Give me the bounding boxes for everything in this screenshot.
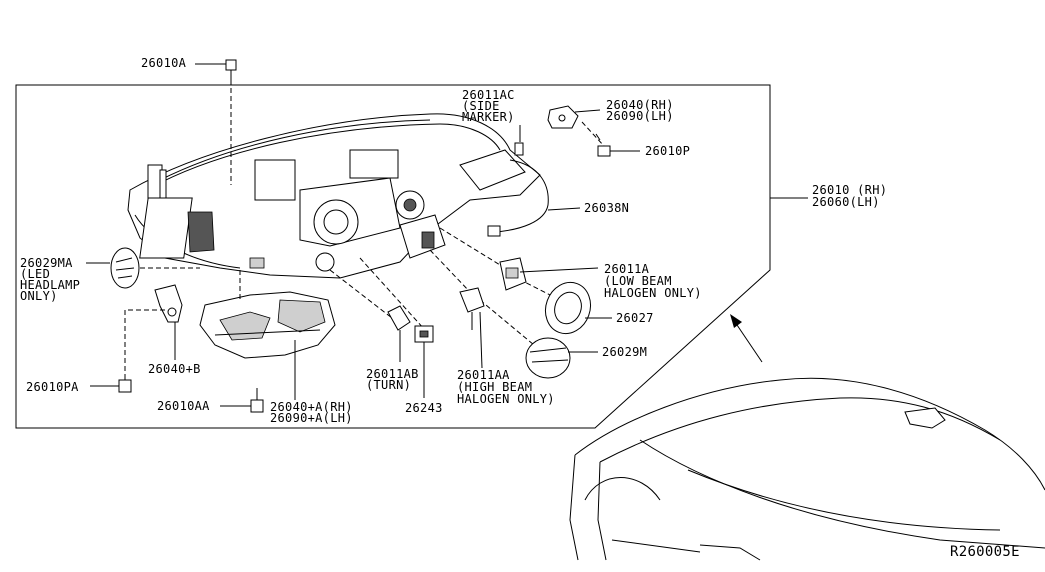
label-26010aa: 26010AA: [157, 399, 210, 413]
bracket-26040b-icon: [154, 284, 183, 323]
headlamp-housing: [127, 113, 549, 279]
label-26011aa-note-2: HALOGEN ONLY): [457, 392, 555, 406]
cap-26029m-icon: [525, 337, 571, 379]
label-26010pa: 26010PA: [26, 380, 79, 394]
label-26029ma-note-2: HEADLAMP: [20, 278, 81, 292]
vehicle-front-outline: [569, 377, 1045, 561]
label-26029m: 26029M: [602, 345, 648, 359]
arrow-to-vehicle-icon: [730, 314, 763, 363]
label-26011ac-note-2: MARKER): [462, 110, 515, 124]
label-26010p: 26010P: [645, 144, 691, 158]
label-26038n: 26038N: [584, 201, 630, 215]
label-26027: 26027: [616, 311, 654, 325]
label-26011ab: 26011AB: [366, 367, 419, 381]
bracket-assembly-26040a-icon: [199, 291, 336, 359]
seal-ring-26027-icon: [544, 281, 592, 335]
socket-26243-icon: [414, 325, 434, 343]
screw-26010a-icon: [225, 59, 237, 80]
low-beam-bulb-26011a-icon: [499, 257, 527, 291]
assembly-frame: [15, 84, 771, 429]
label-26090a-lh: 26090+A(LH): [270, 411, 353, 425]
label-26011a-note-1: (LOW BEAM: [604, 274, 672, 288]
turn-bulb-26011ab-icon: [387, 305, 411, 331]
led-cap-26029ma-icon: [110, 247, 140, 289]
side-marker-bulb-icon: [514, 142, 524, 156]
label-26011ac: 26011AC: [462, 88, 515, 102]
label-26011ac-note-1: (SIDE: [462, 99, 500, 113]
label-26090-lh: 26090(LH): [606, 109, 674, 123]
label-26243: 26243: [405, 401, 443, 415]
label-26010a: 26010A: [141, 56, 187, 70]
label-26011ab-note: (TURN): [366, 378, 412, 392]
label-26011aa-note-1: (HIGH BEAM: [457, 380, 533, 394]
label-26029ma-note-1: (LED: [20, 267, 51, 281]
screw-26010pa-icon: [118, 375, 132, 393]
label-26010-rh: 26010 (RH): [812, 183, 888, 197]
label-26029ma-note-3: ONLY): [20, 289, 58, 303]
label-26011aa: 26011AA: [457, 368, 510, 382]
diagram-ref-code: R260005E: [950, 544, 1020, 560]
label-26011a: 26011A: [604, 262, 650, 276]
screw-26010p-icon: [595, 133, 611, 157]
label-26011a-note-2: HALOGEN ONLY): [604, 286, 702, 300]
label-26040-rh: 26040(RH): [606, 98, 674, 112]
screw-26010aa-icon: [250, 388, 264, 413]
high-beam-bulb-26011aa-icon: [459, 287, 485, 330]
label-26029ma: 26029MA: [20, 256, 73, 270]
label-26040a-rh: 26040+A(RH): [270, 400, 353, 414]
label-26040b: 26040+B: [148, 362, 201, 376]
label-26060-lh: 26060(LH): [812, 195, 880, 209]
bracket-26040-icon: [547, 105, 579, 129]
